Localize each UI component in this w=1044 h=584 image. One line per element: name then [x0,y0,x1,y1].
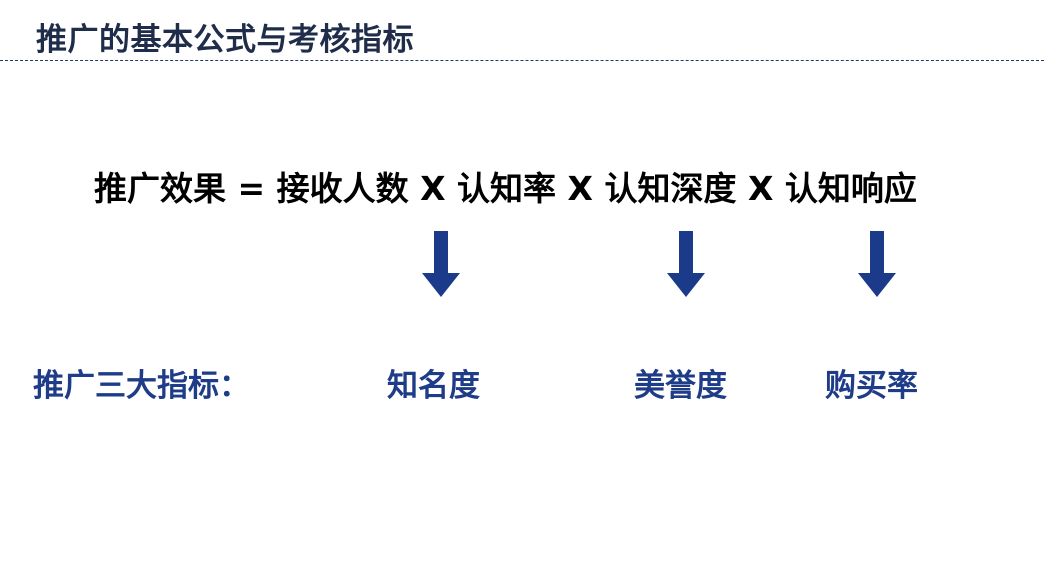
metric-awareness: 知名度 [387,368,480,404]
down-arrow-icon [667,231,705,297]
metrics-label: 推广三大指标： [33,368,250,404]
title-divider [0,60,1044,61]
slide-title: 推广的基本公式与考核指标 [36,22,414,58]
metric-reputation: 美誉度 [634,368,727,404]
down-arrow-icon [422,231,460,297]
promotion-formula: 推广效果 = 接收人数 X 认知率 X 认知深度 X 认知响应 [94,169,917,208]
metric-purchase-rate: 购买率 [825,368,918,404]
down-arrow-icon [858,231,896,297]
